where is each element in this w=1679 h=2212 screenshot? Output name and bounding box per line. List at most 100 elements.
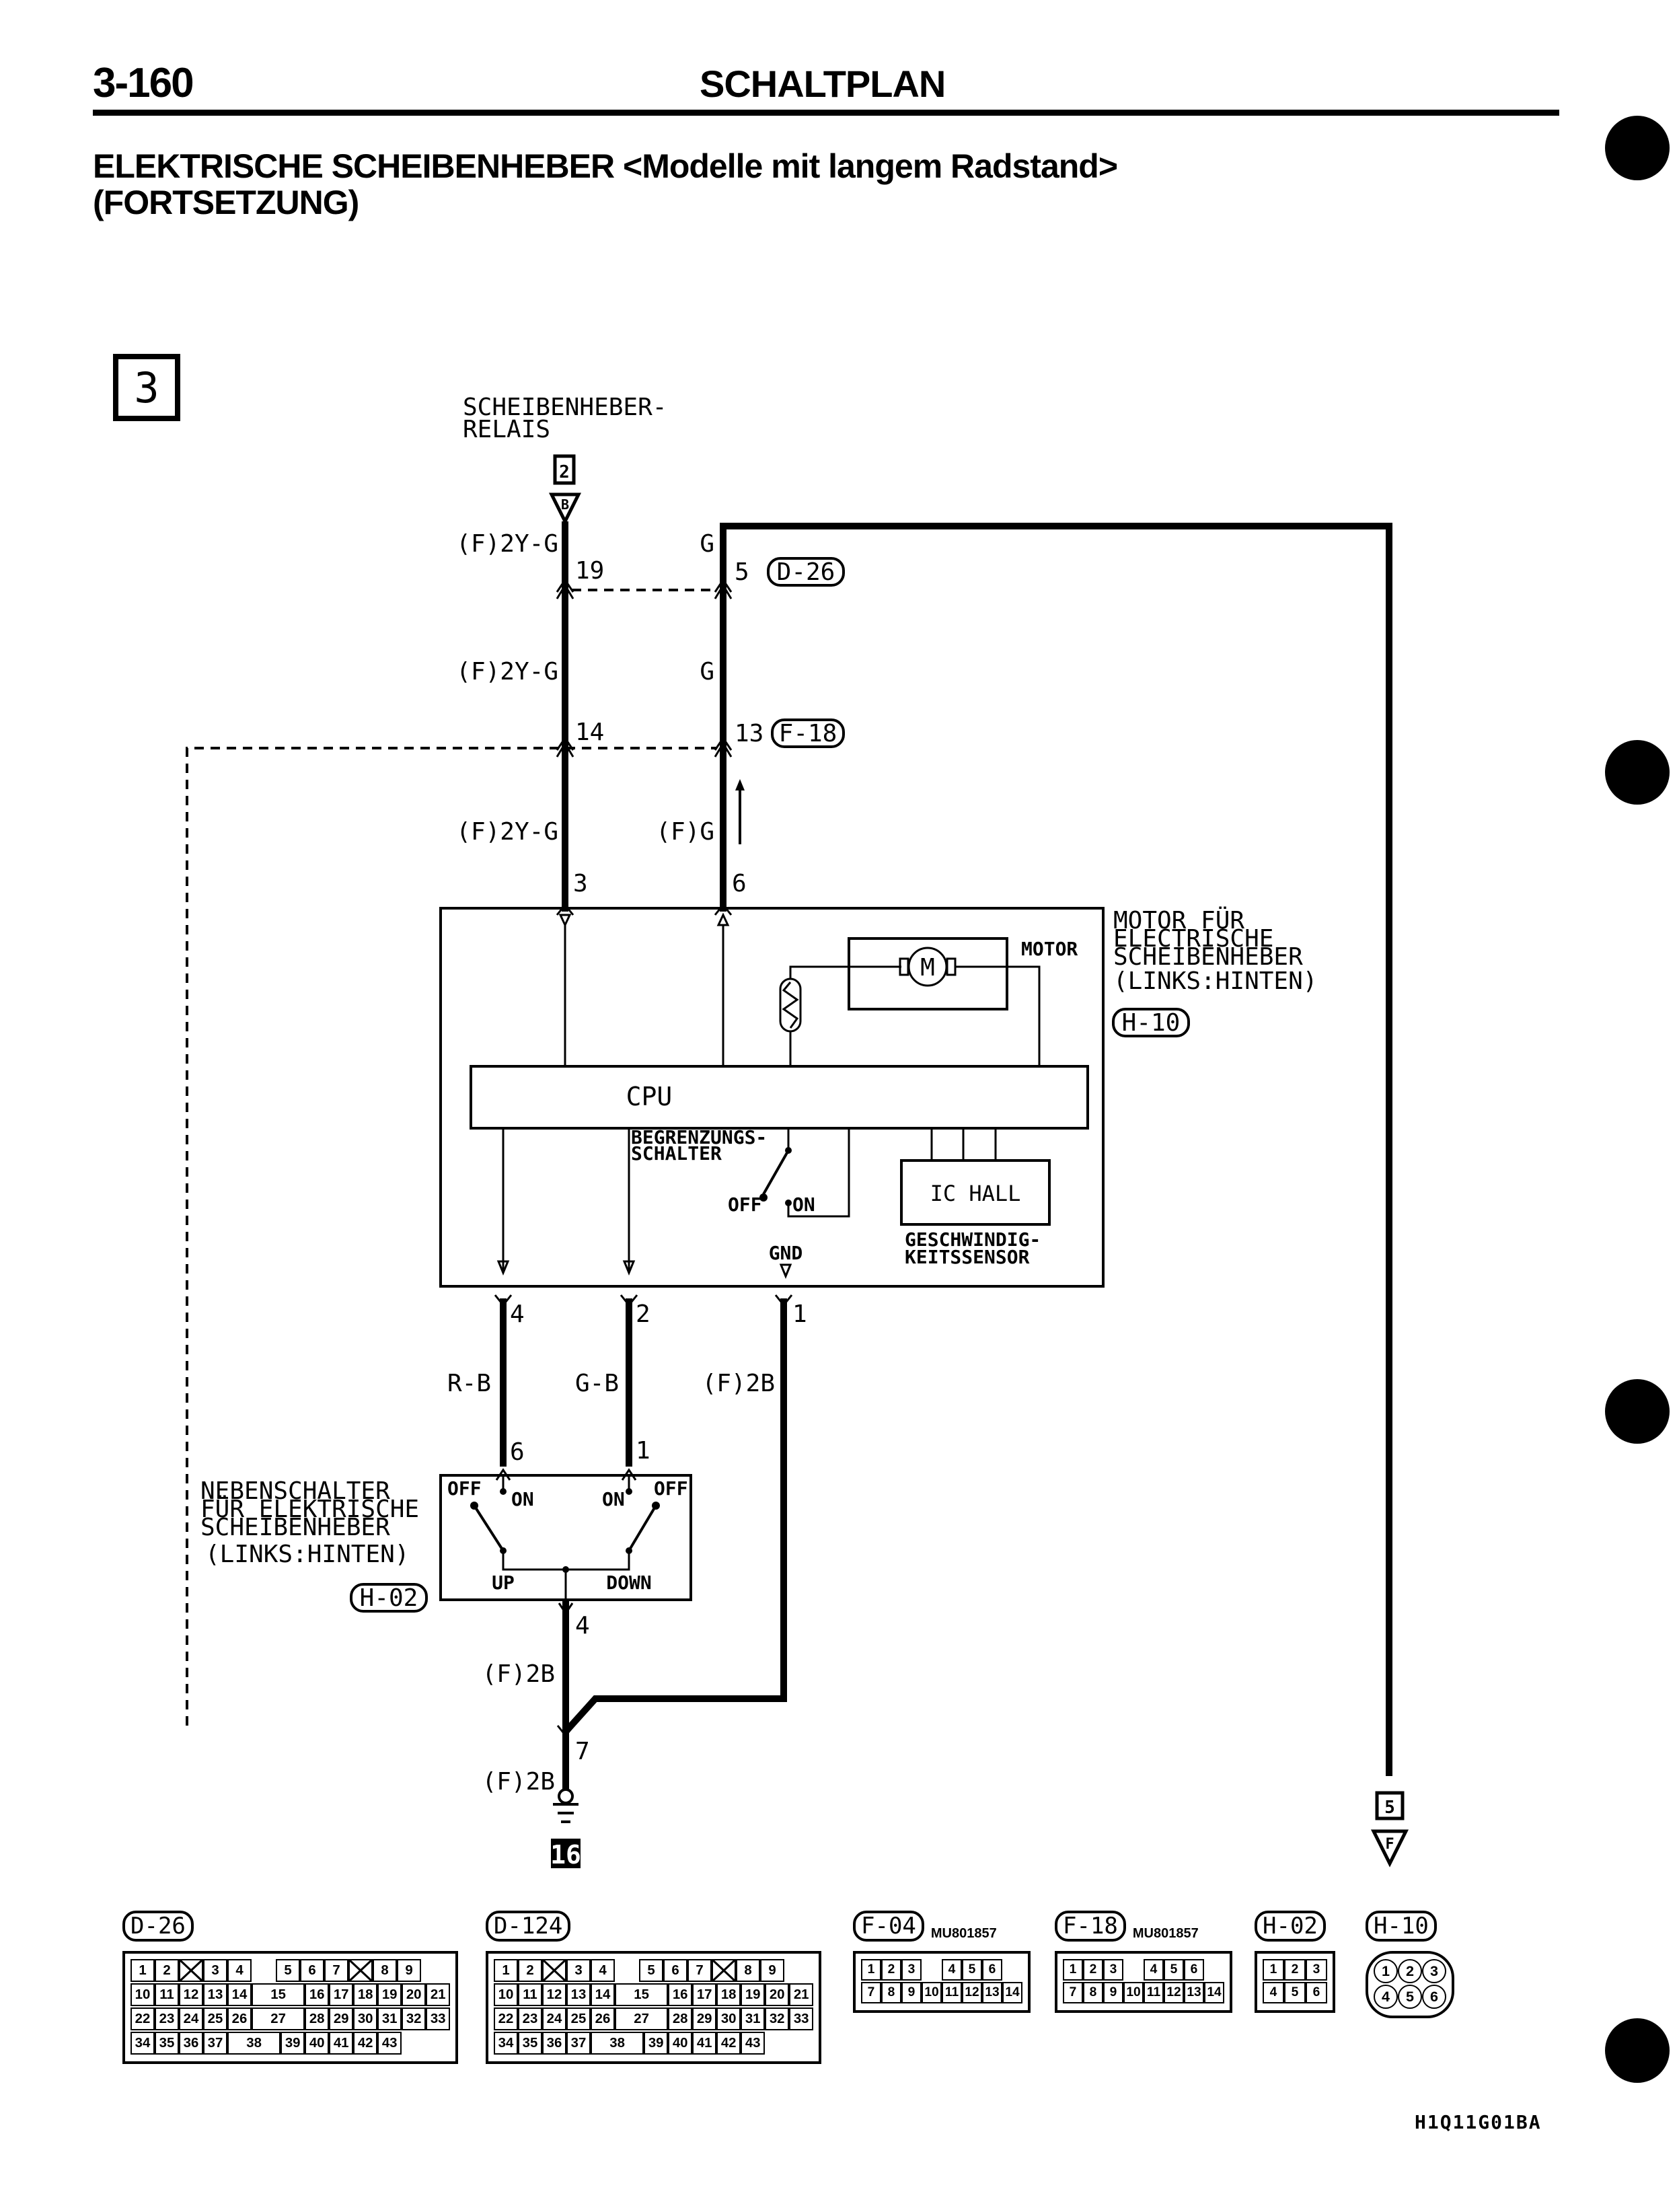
wire-label-r-b: R-B [447,1370,491,1397]
connector-pin: 1 [494,1959,518,1982]
connector-pin: 5 [276,1959,300,1982]
connector-pin: 29 [329,2007,354,2030]
connector-pin: 10 [1123,1982,1144,2003]
connector-pin: 3 [1103,1959,1123,1981]
connector-id: F-18 [1055,1911,1126,1942]
sub-switch-contact-on-right [626,1488,632,1495]
connector-pin: 13 [982,1982,1002,2003]
connector-pin: 18 [353,1983,378,2006]
connector-gap [1123,1959,1144,1981]
connector-id: F-04 [853,1911,924,1942]
connector-pin: 41 [329,2032,354,2055]
connector-blocked-cavity [712,1959,736,1982]
sub-switch-off-right: OFF [654,1477,688,1500]
motor-brush-right [946,957,957,976]
connector-ref-f18: F-18 [771,718,845,748]
connector-pin: 14 [1204,1982,1224,2003]
limit-switch-label-1: BEGRENZUNGS- [631,1126,767,1148]
pin-arrow-3 [556,903,574,916]
connector-pin: 39 [281,2032,305,2055]
motor-wire-left [789,965,901,1066]
gnd-triangle [779,1263,792,1279]
connector-pin: 24 [542,2007,566,2030]
connector-pin: 27 [252,2007,305,2030]
binder-hole-1 [1605,116,1670,180]
connector-pin: 13 [203,1983,227,2006]
switch-pin-4: 4 [575,1612,590,1639]
connector-pin: 2 [1284,1959,1306,1981]
connector-pin: 38 [227,2032,281,2055]
connector-pin: 33 [426,2007,451,2030]
connector-blocked-cavity [542,1959,566,1982]
connector-pin: 8 [881,1982,901,2003]
cpu-block [470,1065,1089,1130]
ground-eyelet [558,1788,574,1804]
page-number: 3-160 [93,60,194,106]
section-title: SCHALTPLAN [700,63,946,105]
connector-pin: 34 [130,2032,155,2055]
connector-pin: 37 [566,2032,591,2055]
ground-icon [553,1803,579,1823]
limit-switch-label-2: SCHALTER [631,1142,722,1165]
connector-pin: 43 [377,2032,402,2055]
connector-pin: 9 [397,1959,421,1982]
connector-pin: 22 [494,2007,518,2030]
connector-pin: 20 [402,1983,426,2006]
cpu-label: CPU [626,1082,673,1111]
connector-pin: 22 [130,2007,155,2030]
wire-label-right-mid: G [700,658,714,686]
connector-pin: 6 [1422,1985,1446,2009]
motor-wire-right [955,965,1041,1066]
relay-ref-box [553,454,576,485]
binder-hole-2 [1605,740,1670,805]
svg-text:F-18: F-18 [779,720,837,747]
relay-ref-number: 2 [559,462,570,482]
svg-text:NEBENSCHALTER: NEBENSCHALTER [200,1477,390,1505]
sub-switch-arm-up [473,1504,505,1552]
connector-pin: 4 [1263,1982,1284,2003]
pin-14: 14 [575,718,604,746]
connector-pin: 2 [881,1959,901,1981]
connector-pin: 28 [305,2007,330,2030]
connector-pin: 15 [252,1983,305,2006]
sheet-number-box: 3 [113,354,180,421]
connector-pin: 15 [615,1983,669,2006]
pin-fork-4 [494,1294,513,1307]
connector-pin: 28 [668,2007,693,2030]
pin-7: 7 [575,1738,590,1765]
sub-switch-up-label: UP [492,1572,515,1594]
connector-pin: 17 [329,1983,354,2006]
connector-pin: 42 [716,2032,741,2055]
connector-pin: 6 [663,1959,687,1982]
svg-text:FÜR ELEKTRISCHE: FÜR ELEKTRISCHE [200,1495,419,1523]
wire-label-switch-out: (F)2B [482,1660,555,1688]
relay-connector-triangle [548,492,582,525]
connector-pin: 3 [203,1959,227,1982]
connector-pin: 9 [760,1959,784,1982]
connector-pin: 19 [741,1983,766,2006]
connector-pin: 34 [494,2032,518,2055]
connector-pin: 20 [765,1983,790,2006]
motor-icon [907,947,948,987]
connector-pin: 3 [1422,1959,1446,1983]
connector-pin: 5 [639,1959,663,1982]
wire-label-left-upper: (F)2Y-G [456,530,558,558]
relay-label-2: RELAIS [463,416,550,443]
wire-label-right-lower: (F)G [656,818,714,846]
pin-6: 6 [732,870,747,897]
connector-pin: 26 [591,2007,615,2030]
connector-ref-d26: D-26 [767,557,845,587]
motor-unit-box [439,907,1105,1288]
connector-pin: 33 [789,2007,814,2030]
connector-pin: 10 [130,1983,155,2006]
connector-gap [252,1959,276,1982]
connector-pin: 3 [1306,1959,1327,1981]
connector-pin: 4 [942,1959,962,1981]
connector-pin: 4 [591,1959,615,1982]
